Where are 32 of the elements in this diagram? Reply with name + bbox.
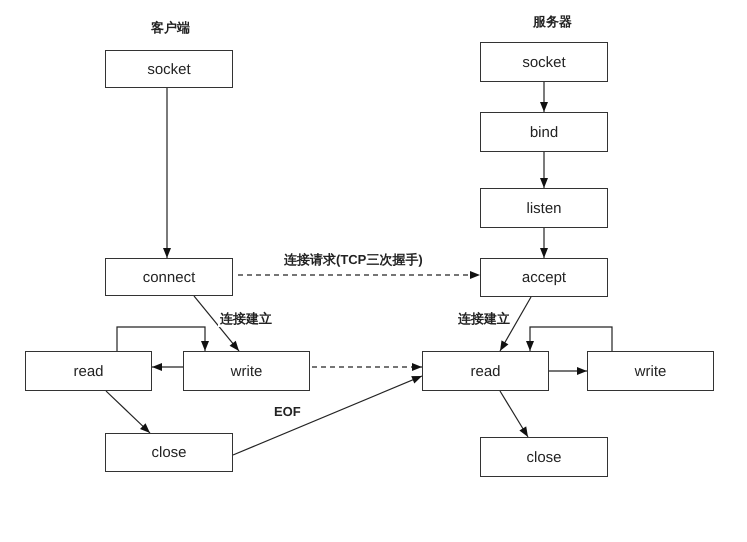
process-box: read (25, 351, 152, 391)
process-box: close (480, 437, 608, 477)
arrow (152, 363, 183, 371)
arrow (106, 390, 150, 434)
edge-label: 连接请求(TCP三次握手) (282, 252, 425, 268)
process-box: read (422, 351, 549, 391)
column-heading: 客户端 (149, 20, 192, 36)
process-box: socket (105, 50, 233, 88)
process-box: bind (480, 112, 608, 152)
arrow (499, 390, 529, 438)
process-box: connect (105, 258, 233, 296)
arrow (194, 296, 240, 352)
process-box: close (105, 433, 233, 472)
arrow (540, 82, 548, 112)
arrow (116, 326, 209, 351)
process-box: listen (480, 188, 608, 228)
process-box: write (587, 351, 714, 391)
edge-label: 连接建立 (456, 311, 512, 327)
arrow (499, 296, 532, 352)
arrow (526, 326, 613, 351)
column-heading: 服务器 (531, 14, 574, 30)
arrow (549, 367, 587, 375)
process-box: accept (480, 258, 608, 297)
process-box: write (183, 351, 310, 391)
process-box: socket (480, 42, 608, 82)
arrow (540, 152, 548, 188)
arrow (540, 228, 548, 258)
arrow (238, 271, 480, 279)
edge-label: 连接建立 (218, 311, 274, 327)
arrow (232, 375, 422, 456)
arrow (163, 88, 171, 258)
arrow (312, 363, 422, 371)
